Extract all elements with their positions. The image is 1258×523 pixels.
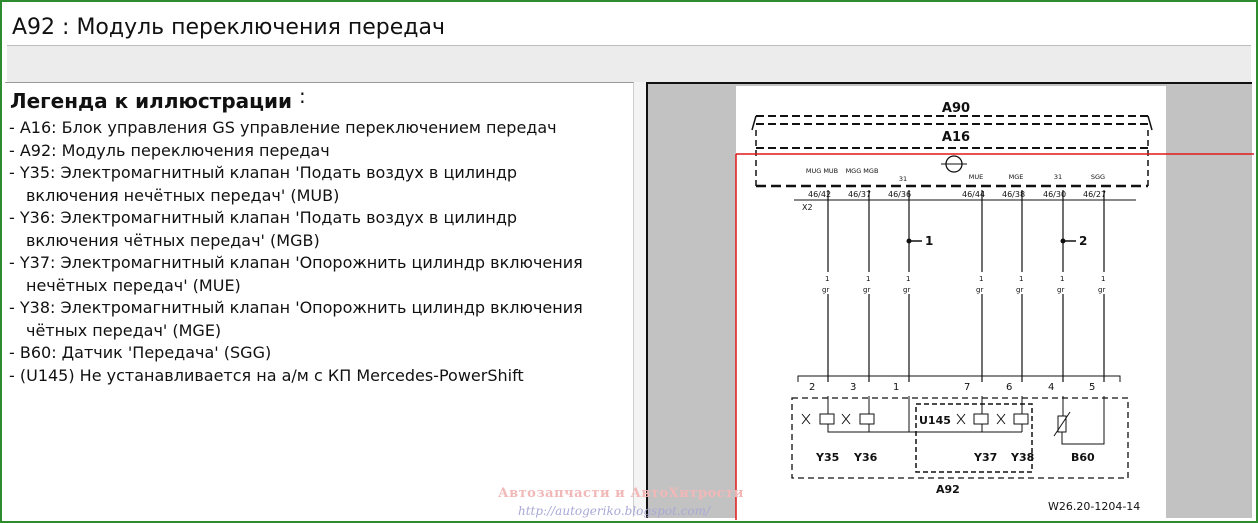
wire-num-5: 1: [1019, 275, 1023, 283]
signal-mue: MUE: [969, 173, 983, 181]
component-y35: Y35: [815, 451, 839, 464]
ground-ref-2: 2: [1079, 234, 1087, 248]
legend-item-b60: - B60: Датчик 'Передача' (SGG): [9, 343, 272, 362]
legend-heading-colon: :: [299, 84, 306, 108]
signal-mgb: MGG MGB: [846, 167, 879, 175]
red-highlight-line: [735, 153, 1254, 520]
wire-color-1: gr: [822, 286, 829, 294]
page-title: A92 : Модуль переключения передач: [12, 15, 445, 40]
component-u145: U145: [919, 414, 951, 427]
legend-panel: Легенда к иллюстрации : - A16: Блок упра…: [5, 82, 634, 517]
wire-num-6: 1: [1060, 275, 1064, 283]
label-a90: A90: [942, 101, 970, 116]
pin-46-30: 46/30: [1043, 190, 1066, 199]
legend-item-y35-cont: включения нечётных передач' (MUB): [26, 185, 340, 205]
legend-item-y37-cont: нечётных передач' (MUE): [26, 275, 241, 295]
watermark-url: http://autogeriko.blogspot.com/: [518, 504, 711, 518]
module-pin-4: 4: [1048, 382, 1054, 393]
wire-color-2: gr: [863, 286, 870, 294]
ground-ref-1: 1: [925, 234, 933, 248]
legend-heading: Легенда к иллюстрации :: [10, 84, 306, 113]
wire-num-2: 1: [866, 275, 870, 283]
legend-item-y36: - Y36: Электромагнитный клапан 'Подать в…: [9, 208, 518, 227]
title-bar: A92 : Модуль переключения передач: [7, 7, 1251, 46]
pin-46-37: 46/37: [848, 190, 871, 199]
wire-num-3: 1: [906, 275, 910, 283]
legend-item-a16: - A16: Блок управления GS управление пер…: [9, 118, 557, 137]
wire-color-7: gr: [1098, 286, 1105, 294]
component-y37: Y37: [973, 451, 997, 464]
connector-x2: X2: [802, 203, 813, 212]
component-y38: Y38: [1010, 451, 1034, 464]
module-pin-5: 5: [1089, 382, 1095, 393]
pin-46-36: 46/36: [888, 190, 911, 199]
watermark-text: Автозапчасти и АвтоХитрости: [498, 486, 744, 501]
label-a16: A16: [942, 130, 970, 145]
module-a92: A92: [936, 483, 960, 496]
legend-item-y38: - Y38: Электромагнитный клапан 'Опорожни…: [9, 298, 583, 317]
wiring-diagram-sheet: A90 A16 MUG MUB MGG MGB 31 MUE MGE 31 SG…: [736, 86, 1166, 518]
signal-sgg: SGG: [1091, 173, 1105, 181]
legend-item-u145: - (U145) Не устанавливается на а/м с КП …: [9, 365, 524, 385]
module-pin-3: 3: [850, 382, 856, 393]
legend-list: - A16: Блок управления GS управление пер…: [9, 117, 583, 387]
pin-46-27: 46/27: [1083, 190, 1106, 199]
legend-item-y38-cont: чётных передач' (MGE): [26, 320, 222, 340]
wire-num-1: 1: [825, 275, 829, 283]
wire-color-3: gr: [903, 286, 910, 294]
legend-item-a92: - A92: Модуль переключения передач: [9, 140, 330, 160]
wiring-diagram: A90 A16 MUG MUB MGG MGB 31 MUE MGE 31 SG…: [751, 101, 1153, 513]
figure-code: W26.20-1204-14: [1048, 500, 1140, 513]
signal-mge: MGE: [1009, 173, 1024, 181]
legend-item-y37: - Y37: Электромагнитный клапан 'Опорожни…: [9, 253, 583, 272]
signal-31b: 31: [1054, 173, 1062, 181]
component-b60: B60: [1071, 451, 1095, 464]
wire-num-7: 1: [1101, 275, 1105, 283]
wire-color-4: gr: [976, 286, 983, 294]
wire-color-6: gr: [1057, 286, 1064, 294]
signal-31a: 31: [899, 175, 907, 183]
legend-heading-text: Легенда к иллюстрации: [10, 89, 293, 113]
module-pin-7: 7: [964, 382, 970, 393]
module-pin-1: 1: [893, 382, 899, 393]
component-y36: Y36: [853, 451, 878, 464]
wire-color-5: gr: [1016, 286, 1023, 294]
pin-46-44: 46/44: [962, 190, 985, 199]
legend-item-y36-cont: включения чётных передач' (MGB): [26, 230, 320, 250]
panel-divider: [634, 82, 646, 516]
wire-num-4: 1: [979, 275, 983, 283]
legend-item-y35: - Y35: Электромагнитный клапан 'Подать в…: [9, 163, 518, 182]
module-pin-2: 2: [809, 382, 815, 393]
pin-46-38: 46/38: [1002, 190, 1025, 199]
diagram-panel: A90 A16 MUG MUB MGG MGB 31 MUE MGE 31 SG…: [646, 82, 1254, 520]
header-band: [7, 46, 1251, 84]
pin-46-42: 46/42: [808, 190, 831, 199]
module-pin-6: 6: [1006, 382, 1012, 393]
signal-mub: MUG MUB: [806, 167, 838, 175]
